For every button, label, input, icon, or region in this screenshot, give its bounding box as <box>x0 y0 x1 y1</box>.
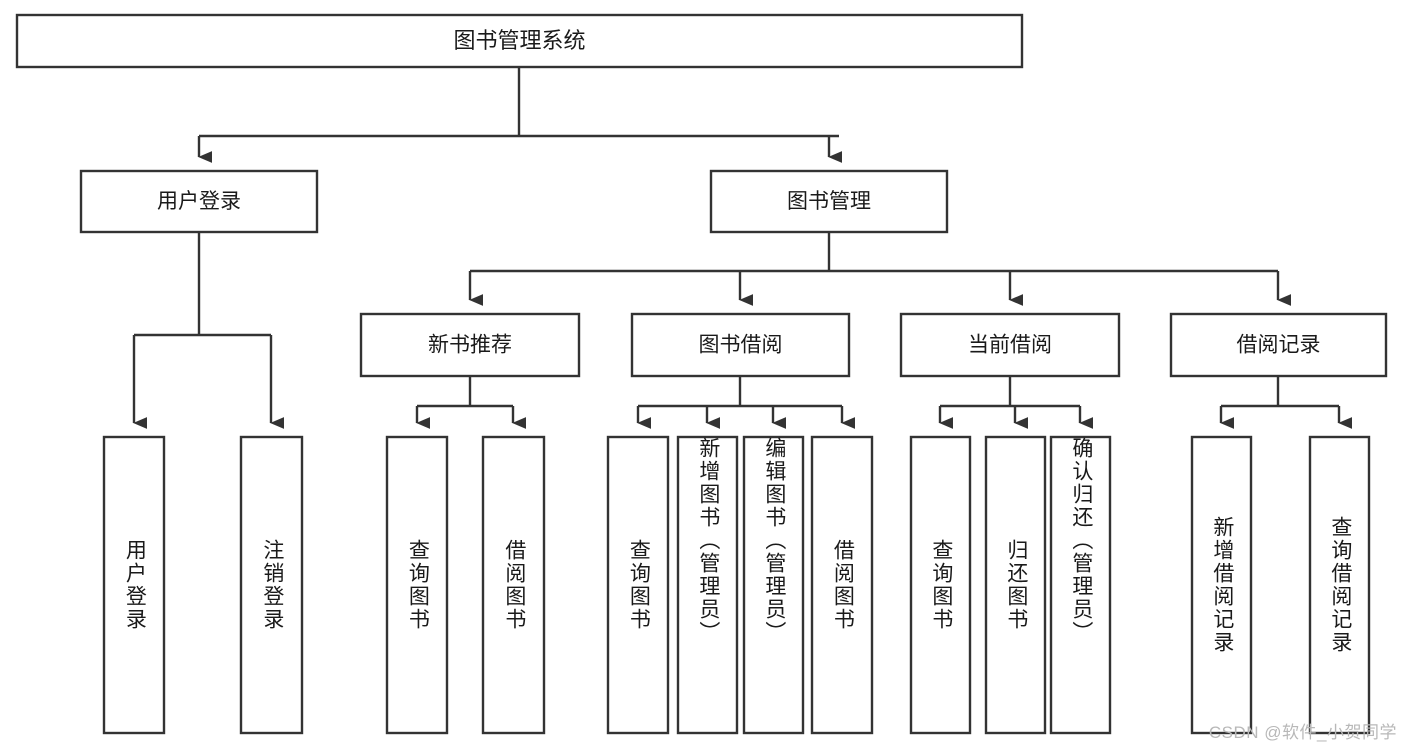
connector-layer <box>132 67 1353 429</box>
edge-record-to-leaves <box>1219 376 1353 429</box>
node-root-label: 图书管理系统 <box>453 28 585 53</box>
leaf-box-borrow-book-new[interactable] <box>481 435 546 735</box>
leaf-box-edit-book-admin[interactable] <box>742 435 805 735</box>
leaf-box-query-book-borrow[interactable] <box>606 435 670 735</box>
node-root-box[interactable] <box>15 13 1024 69</box>
node-current-borrow-box[interactable] <box>899 312 1121 378</box>
node-book-borrow-label: 图书借阅 <box>699 334 783 357</box>
node-user-login-box[interactable] <box>79 169 319 234</box>
node-book-borrow-box[interactable] <box>630 312 851 378</box>
edge-current-to-leaves <box>938 376 1094 429</box>
leaf-box-add-book-admin[interactable] <box>676 435 739 735</box>
leaf-box-user-login[interactable] <box>102 435 166 735</box>
node-book-management-box[interactable] <box>709 169 949 234</box>
edge-bookmgmt-to-level3 <box>468 232 1292 306</box>
leaf-box-query-book-current[interactable] <box>909 435 972 735</box>
node-borrow-record-label: 借阅记录 <box>1237 334 1321 357</box>
node-borrow-record[interactable]: 借阅记录 <box>1169 312 1388 378</box>
node-user-login[interactable]: 用户登录 <box>79 169 319 234</box>
leaf-box-confirm-return-admin[interactable] <box>1049 435 1112 735</box>
leaf-box-query-borrow-record[interactable] <box>1308 435 1371 735</box>
leaf-box-layer <box>102 435 1371 735</box>
leaf-box-return-book[interactable] <box>984 435 1047 735</box>
edge-borrow-to-leaves <box>636 376 856 429</box>
node-new-book-recommend[interactable]: 新书推荐 <box>359 312 581 378</box>
leaf-box-logout[interactable] <box>239 435 304 735</box>
edge-newbook-to-leaves <box>415 376 527 429</box>
leaf-box-add-borrow-record[interactable] <box>1190 435 1253 735</box>
edge-root-to-level2 <box>197 67 843 163</box>
node-user-login-label: 用户登录 <box>157 190 241 213</box>
node-root[interactable]: 图书管理系统 <box>15 13 1024 69</box>
node-book-management-label: 图书管理 <box>787 190 871 213</box>
node-current-borrow-label: 当前借阅 <box>968 334 1052 357</box>
leaf-box-borrow-book[interactable] <box>810 435 874 735</box>
node-current-borrow[interactable]: 当前借阅 <box>899 312 1121 378</box>
node-book-borrow[interactable]: 图书借阅 <box>630 312 851 378</box>
edge-userlogin-to-leaves <box>132 232 285 429</box>
leaf-box-query-book-new[interactable] <box>385 435 449 735</box>
node-new-book-recommend-label: 新书推荐 <box>428 334 512 357</box>
watermark-text: CSDN @软件_小贺同学 <box>1208 723 1397 742</box>
node-book-management[interactable]: 图书管理 <box>709 169 949 234</box>
node-new-book-recommend-box[interactable] <box>359 312 581 378</box>
node-borrow-record-box[interactable] <box>1169 312 1388 378</box>
